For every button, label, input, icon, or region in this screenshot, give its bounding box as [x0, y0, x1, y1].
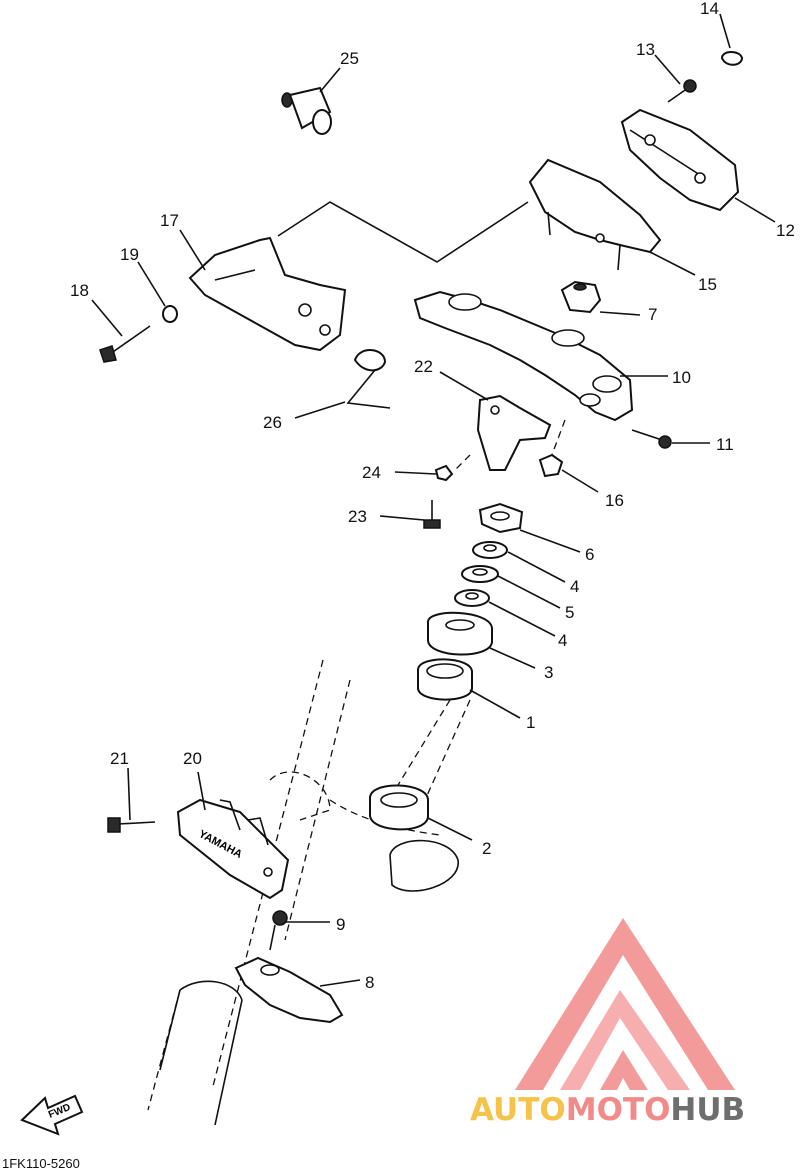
- label-19: 19: [120, 245, 139, 264]
- label-4-lower: 4: [558, 631, 567, 650]
- label-4-upper: 4: [570, 577, 579, 596]
- part-16-nut: [538, 453, 564, 478]
- part-18-bolt: [99, 325, 151, 363]
- assembly-axis-lines: [277, 201, 566, 801]
- part-25-rubber-damper: [281, 86, 332, 135]
- part-2-lower-bearing: [369, 784, 429, 831]
- part-26-wire-clip: [346, 349, 391, 409]
- leader-lines: [91, 13, 776, 987]
- label-24: 24: [362, 463, 381, 482]
- label-2: 2: [482, 839, 491, 858]
- label-21: 21: [110, 749, 129, 768]
- part-9-bolt: [269, 910, 288, 951]
- part-13-bolt: [667, 79, 697, 103]
- part-11-bolt: [631, 429, 672, 449]
- svg-text:AUTOMOTOHUB: AUTOMOTOHUB: [470, 1092, 745, 1128]
- part-17-cover: [188, 236, 347, 352]
- label-10: 10: [672, 368, 691, 387]
- label-25: 25: [340, 49, 359, 68]
- label-1: 1: [526, 713, 535, 732]
- automotohub-watermark: [515, 918, 735, 1090]
- label-20: 20: [183, 749, 202, 768]
- part-10-upper-bracket: [413, 290, 634, 422]
- part-12-handle-holder: [620, 108, 740, 212]
- label-13: 13: [636, 40, 655, 59]
- label-23: 23: [348, 507, 367, 526]
- wordmark-auto: AUTO: [470, 1092, 566, 1128]
- part-4-washer-upper: [472, 541, 508, 559]
- wordmark-hub: HUB: [670, 1092, 745, 1128]
- label-26: 26: [263, 413, 282, 432]
- label-15: 15: [698, 275, 717, 294]
- drawing-code: 1FK110-5260: [2, 1156, 80, 1171]
- label-7: 7: [648, 305, 657, 324]
- label-9: 9: [336, 915, 345, 934]
- part-22-bracket: [476, 394, 552, 471]
- automotohub-wordmark: AUTOMOTOHUB: [470, 1092, 745, 1128]
- part-14-cap: [720, 51, 744, 66]
- part-8-lower-bracket: [234, 956, 344, 1024]
- label-6: 6: [585, 545, 594, 564]
- forward-arrow-icon: FWD: [20, 1094, 84, 1136]
- part-number-labels: 14 13 25 12 15 17 19 18 7 10 11 22 26 24…: [70, 0, 795, 992]
- triangle-logo-icon: [515, 918, 735, 1090]
- label-8: 8: [365, 973, 374, 992]
- part-4-washer-lower: [454, 589, 490, 607]
- part-24-nut: [434, 464, 454, 482]
- part-6-ring-nut: [478, 502, 524, 534]
- part-19-washer: [162, 305, 178, 323]
- part-1-upper-bearing: [417, 658, 473, 701]
- label-22: 22: [414, 357, 433, 376]
- part-20-emblem-bracket: YAMAHA: [176, 798, 290, 900]
- part-15-upper-holder: [528, 158, 662, 271]
- label-5: 5: [565, 603, 574, 622]
- part-21-bolt: [107, 817, 156, 833]
- label-16: 16: [605, 491, 624, 510]
- part-3-bearing-cover: [427, 611, 493, 656]
- label-18: 18: [70, 281, 89, 300]
- part-5-lock-washer: [461, 565, 499, 583]
- label-3: 3: [544, 663, 553, 682]
- part-7-crown-nut: [560, 280, 602, 314]
- label-14: 14: [700, 0, 719, 18]
- label-11: 11: [716, 435, 734, 454]
- label-12: 12: [776, 221, 795, 240]
- label-17: 17: [160, 211, 179, 230]
- part-23-bolt: [423, 500, 441, 529]
- wordmark-moto: MOTO: [566, 1092, 671, 1128]
- frame-head-pipe: [147, 659, 459, 1126]
